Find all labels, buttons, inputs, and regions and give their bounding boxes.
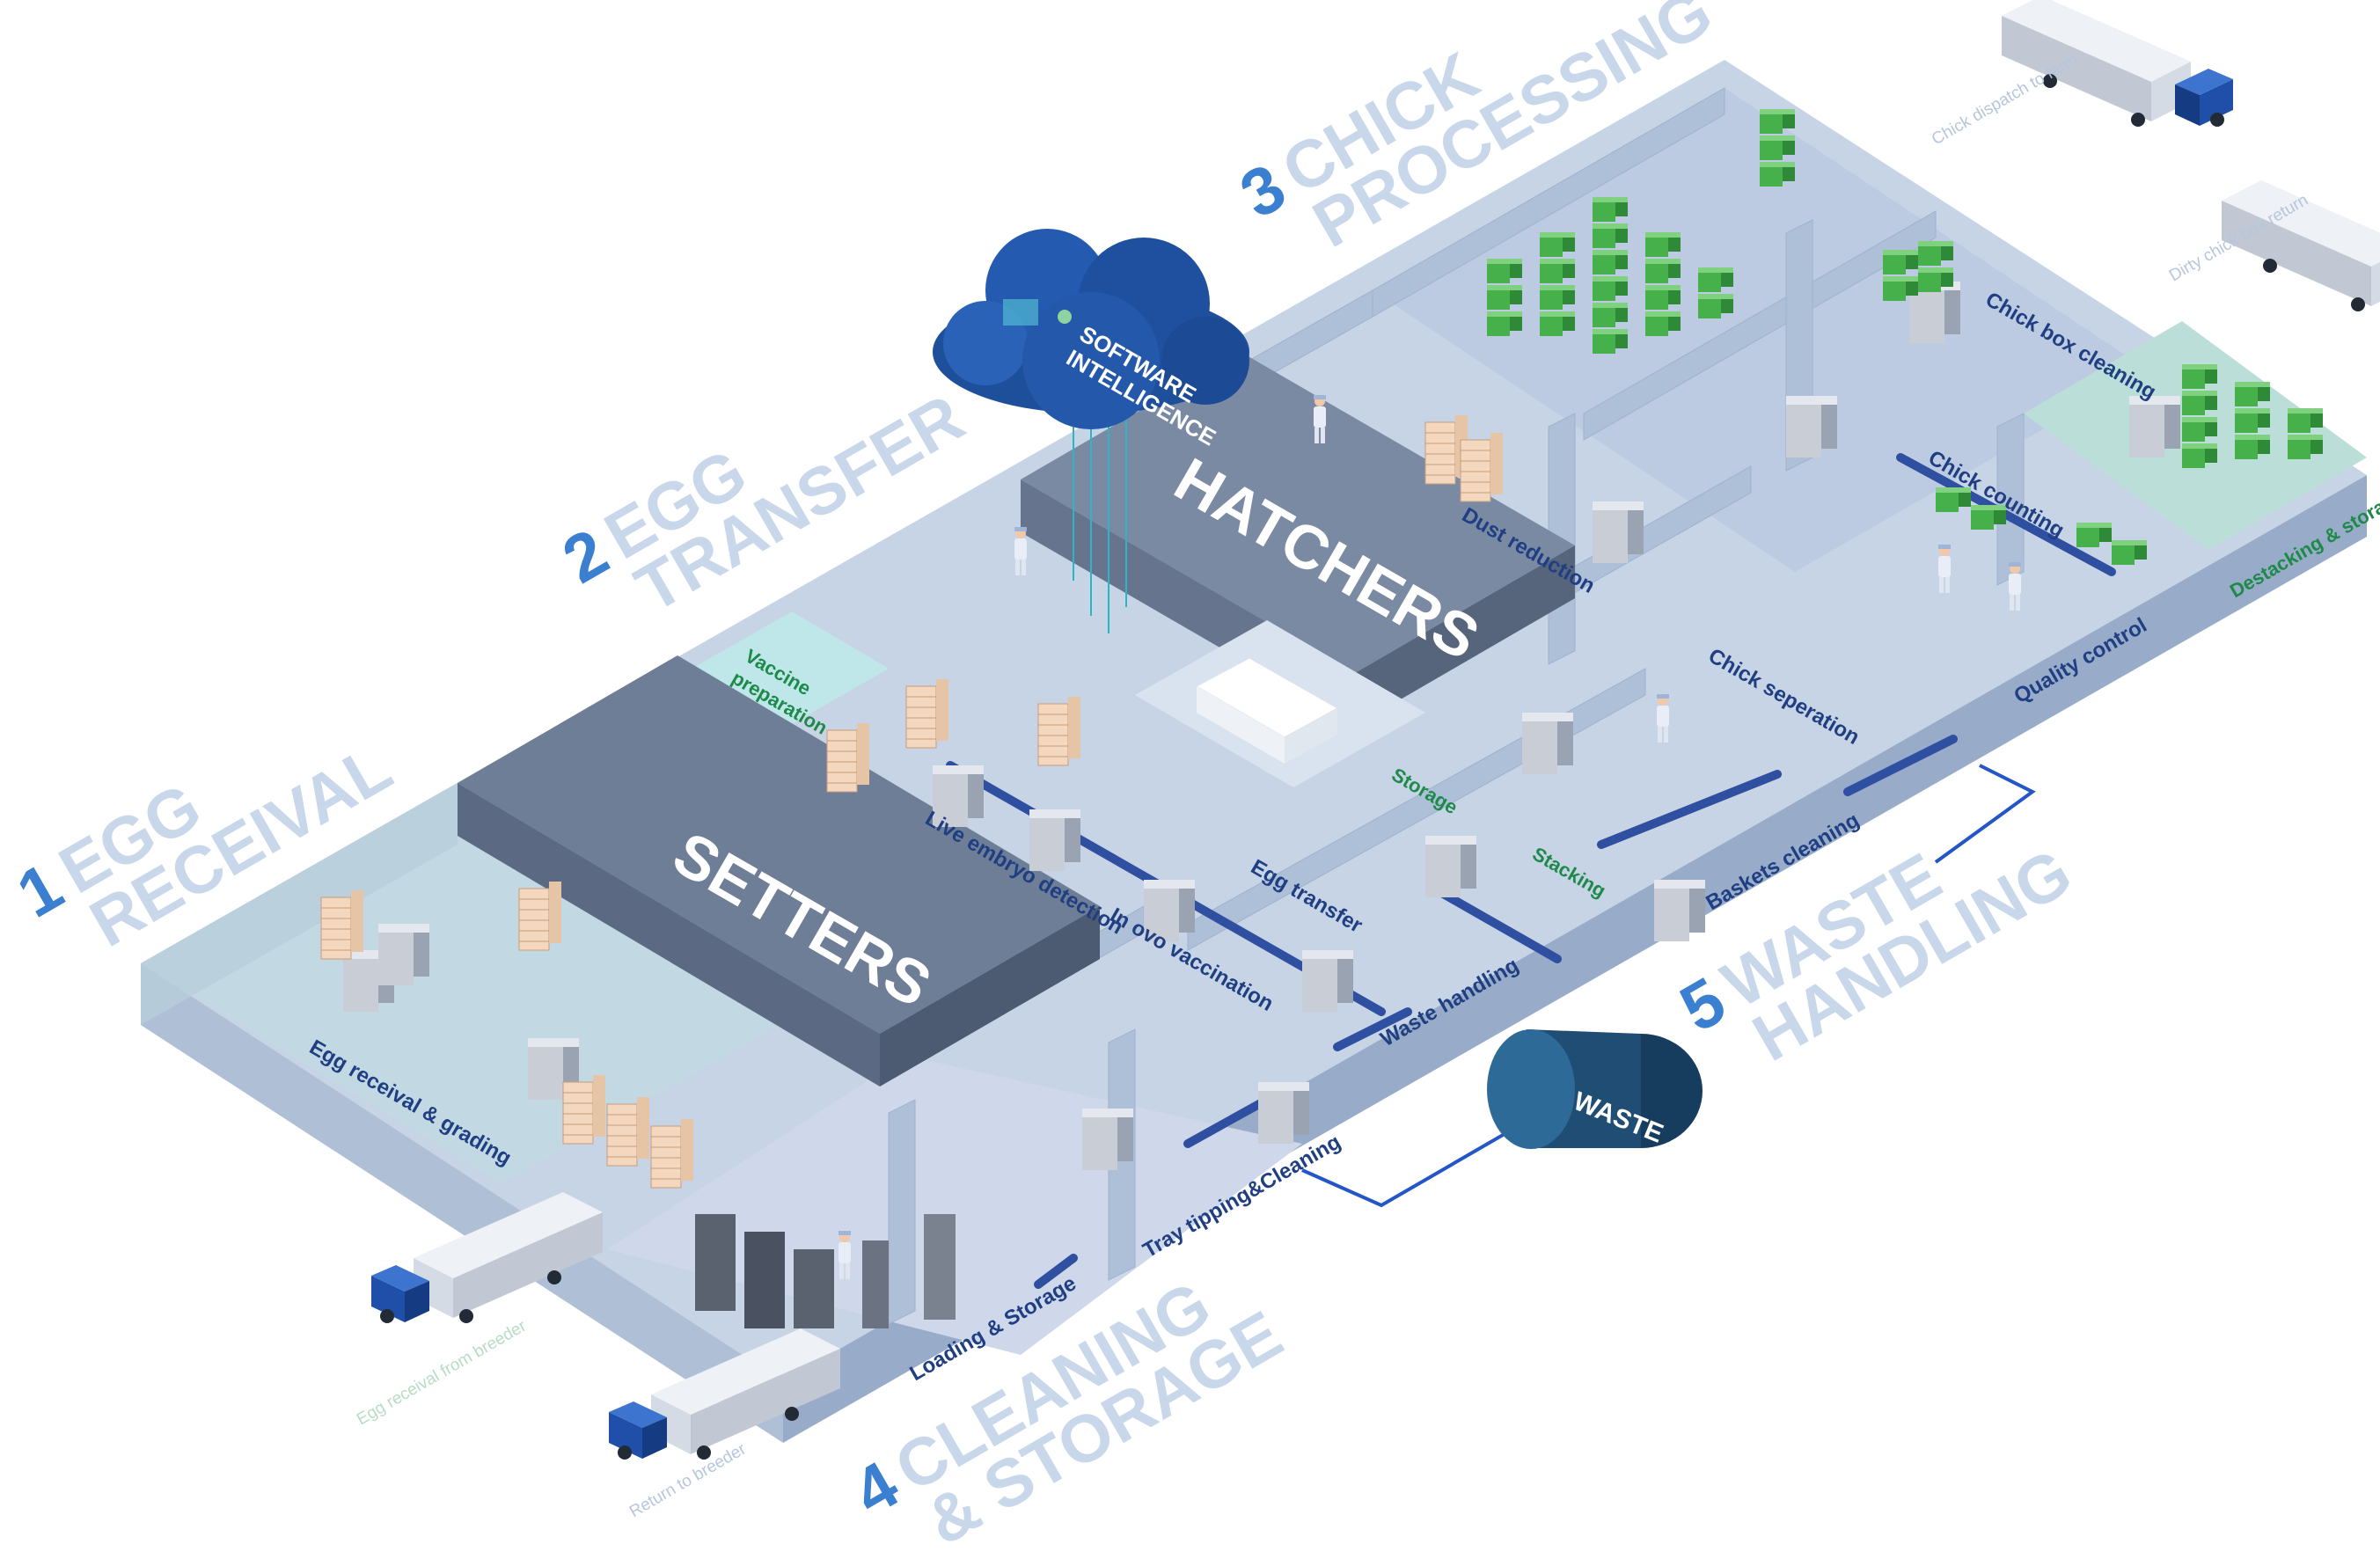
cloud-cables [1073, 413, 1127, 633]
label-chick-dispatch: Chick dispatch to farm [1929, 50, 2081, 149]
waste-pipes [1301, 764, 2036, 1208]
truck-chick-dispatch [2002, 0, 2233, 127]
label-egg-receival-breeder: Egg receival from breeder [354, 1317, 530, 1430]
egg-receival-zone [141, 783, 818, 1183]
box-storage-room [1135, 620, 1425, 787]
waste-tank: WASTE [1487, 1029, 1703, 1149]
tray-stacks [695, 1214, 956, 1328]
software-intelligence-cloud: SOFTWARE INTELLIGENCE [933, 229, 1249, 451]
